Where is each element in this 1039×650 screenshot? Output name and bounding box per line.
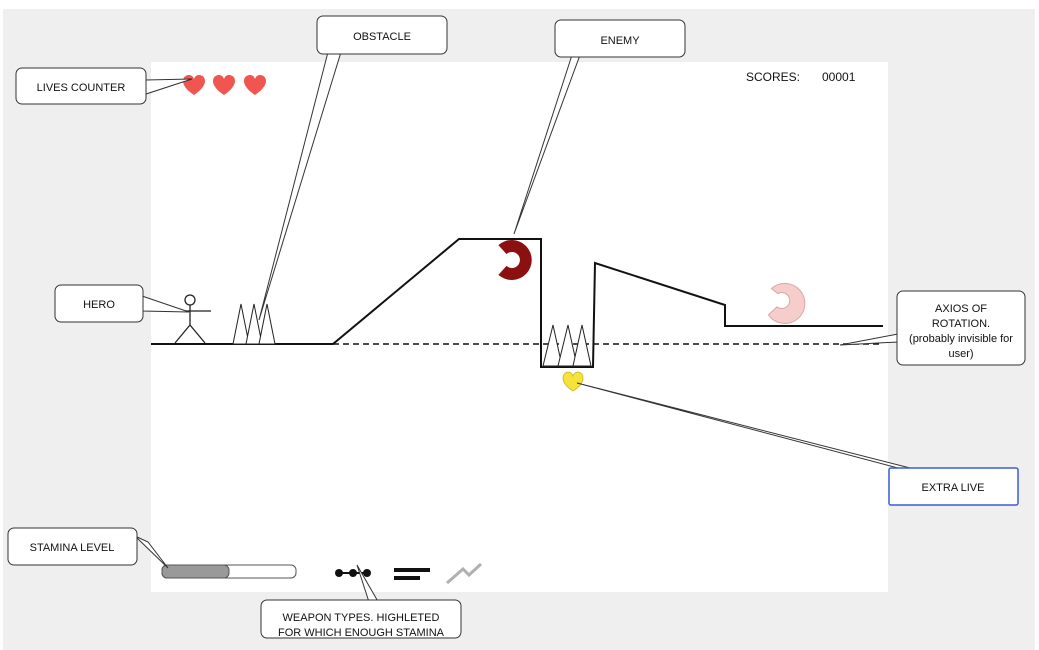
weapon-types-callout-line: FOR WHICH ENOUGH STAMINA [278, 627, 445, 639]
enemy-pointer [513, 54, 581, 235]
heart-icon [183, 75, 205, 95]
ground-path [151, 238, 883, 368]
axis-pointer [839, 333, 899, 346]
obstacle-callout: OBSTACLE [316, 15, 448, 55]
axis-callout: AXIOS OF ROTATION. (probably invisible f… [896, 290, 1026, 366]
obstacle-callout-text: OBSTACLE [353, 31, 411, 43]
stamina-level-callout: STAMINA LEVEL [7, 527, 138, 566]
stamina-level-callout-text: STAMINA LEVEL [30, 542, 115, 554]
weapon-types-callout-line: WEAPON TYPES. HIGHLETED [283, 612, 440, 624]
axis-callout-line: AXIOS OF [935, 303, 987, 315]
extra-live-callout-text: EXTRA LIVE [922, 482, 985, 494]
spike-obstacle [232, 303, 276, 345]
extra-live-callout[interactable]: EXTRA LIVE [888, 467, 1019, 506]
enemy-callout-text: ENEMY [600, 35, 640, 47]
lives-counter-callout: LIVES COUNTER [15, 67, 147, 105]
lives-counter-callout-text: LIVES COUNTER [37, 82, 126, 94]
hero-pointer [141, 295, 190, 313]
hero-callout-text: HERO [83, 299, 115, 311]
horseshoe-enemy-icon [498, 240, 532, 280]
horseshoe-enemy-icon [767, 282, 806, 324]
heart-icon [213, 75, 235, 95]
pit-spike-obstacle [542, 324, 592, 367]
stamina-level-pointer [134, 535, 169, 569]
enemy-callout: ENEMY [554, 19, 686, 58]
axis-callout-line: ROTATION. [932, 318, 990, 330]
hero-callout: HERO [54, 284, 144, 323]
heart-icon [244, 75, 266, 95]
score-label: SCORES: [746, 70, 800, 84]
bars-weapon-icon[interactable] [394, 568, 430, 580]
weapon-types-callout: WEAPON TYPES. HIGHLETED FOR WHICH ENOUGH… [260, 599, 462, 639]
stamina-bar [161, 564, 297, 579]
obstacle-pointer [258, 51, 342, 321]
axis-callout-line: user) [948, 348, 973, 360]
score-value: 00001 [822, 70, 856, 84]
zigzag-weapon-icon[interactable] [446, 562, 483, 585]
axis-callout-line: (probably invisible for [909, 333, 1013, 345]
extra-life-heart-icon [562, 371, 584, 392]
extra-live-pointer [576, 382, 911, 469]
hero-stick-figure [172, 294, 211, 344]
chain-weapon-icon[interactable] [335, 569, 371, 577]
